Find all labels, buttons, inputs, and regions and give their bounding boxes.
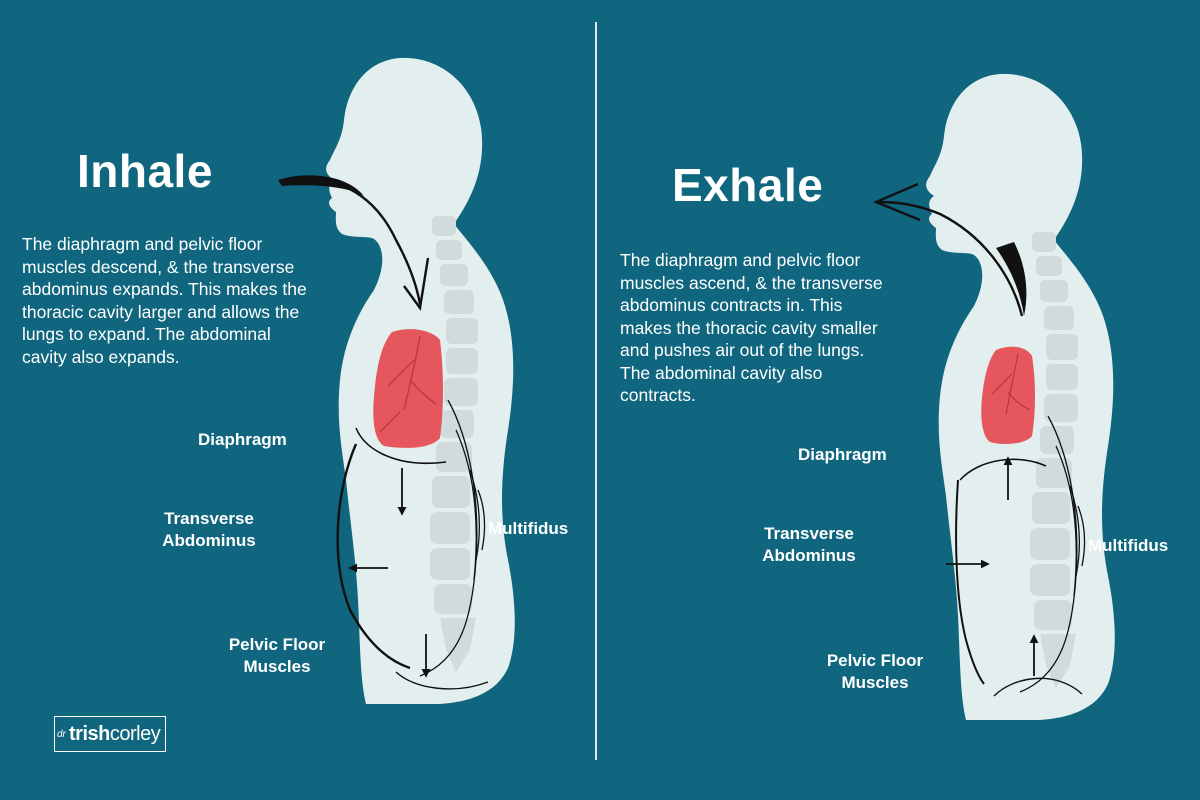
inhale-label-transverse-line1: Transverse bbox=[164, 509, 254, 528]
logo-prefix: dr bbox=[57, 729, 66, 740]
exhale-label-pelvic-floor: Pelvic Floor Muscles bbox=[812, 650, 938, 694]
inhale-breath-arrow bbox=[278, 175, 430, 312]
inhale-label-transverse-line2: Abdominus bbox=[162, 531, 256, 550]
exhale-pelvic-line bbox=[993, 677, 1083, 697]
inhale-diaphragm-line bbox=[355, 427, 447, 464]
logo-last-name: corley bbox=[109, 723, 161, 745]
logo-first-name: trish bbox=[69, 723, 110, 745]
exhale-label-transverse-abdominus: Transverse Abdominus bbox=[746, 523, 872, 567]
exhale-label-pelvic-line2: Muscles bbox=[841, 673, 909, 692]
exhale-label-multifidus: Multifidus bbox=[1088, 536, 1169, 555]
exhale-label-diaphragm: Diaphragm bbox=[798, 445, 887, 464]
exhale-diaphragm-line bbox=[959, 458, 1047, 481]
inhale-lung bbox=[373, 329, 443, 448]
exhale-lung bbox=[981, 346, 1035, 444]
exhale-transverse-line bbox=[955, 479, 985, 685]
inhale-description: The diaphragm and pelvic floor muscles d… bbox=[22, 234, 307, 367]
inhale-pelvic-line bbox=[395, 671, 489, 690]
inhale-label-pelvic-floor: Pelvic Floor Muscles bbox=[214, 634, 340, 678]
exhale-multifidus-lines bbox=[1019, 415, 1086, 693]
exhale-description: The diaphragm and pelvic floor muscles a… bbox=[620, 250, 883, 405]
brand-logo: dr trishcorley bbox=[54, 716, 166, 752]
inhale-label-transverse-abdominus: Transverse Abdominus bbox=[146, 508, 272, 552]
inhale-multifidus-lines bbox=[419, 399, 486, 677]
exhale-spine bbox=[1030, 232, 1078, 688]
exhale-label-transverse-line2: Abdominus bbox=[762, 546, 856, 565]
inhale-label-pelvic-line1: Pelvic Floor bbox=[228, 635, 326, 654]
inhale-spine bbox=[430, 216, 478, 672]
exhale-breath-arrow bbox=[872, 182, 1027, 317]
inhale-transverse-line bbox=[336, 443, 411, 670]
inhale-label-diaphragm: Diaphragm bbox=[198, 430, 287, 449]
exhale-label-pelvic-line1: Pelvic Floor bbox=[826, 651, 924, 670]
inhale-label-pelvic-line2: Muscles bbox=[243, 657, 311, 676]
exhale-label-transverse-line1: Transverse bbox=[764, 524, 854, 543]
inhale-title: Inhale bbox=[77, 145, 213, 197]
inhale-label-multifidus: Multifidus bbox=[488, 519, 569, 538]
exhale-title: Exhale bbox=[672, 159, 824, 211]
logo-name: trishcorley bbox=[69, 723, 161, 746]
